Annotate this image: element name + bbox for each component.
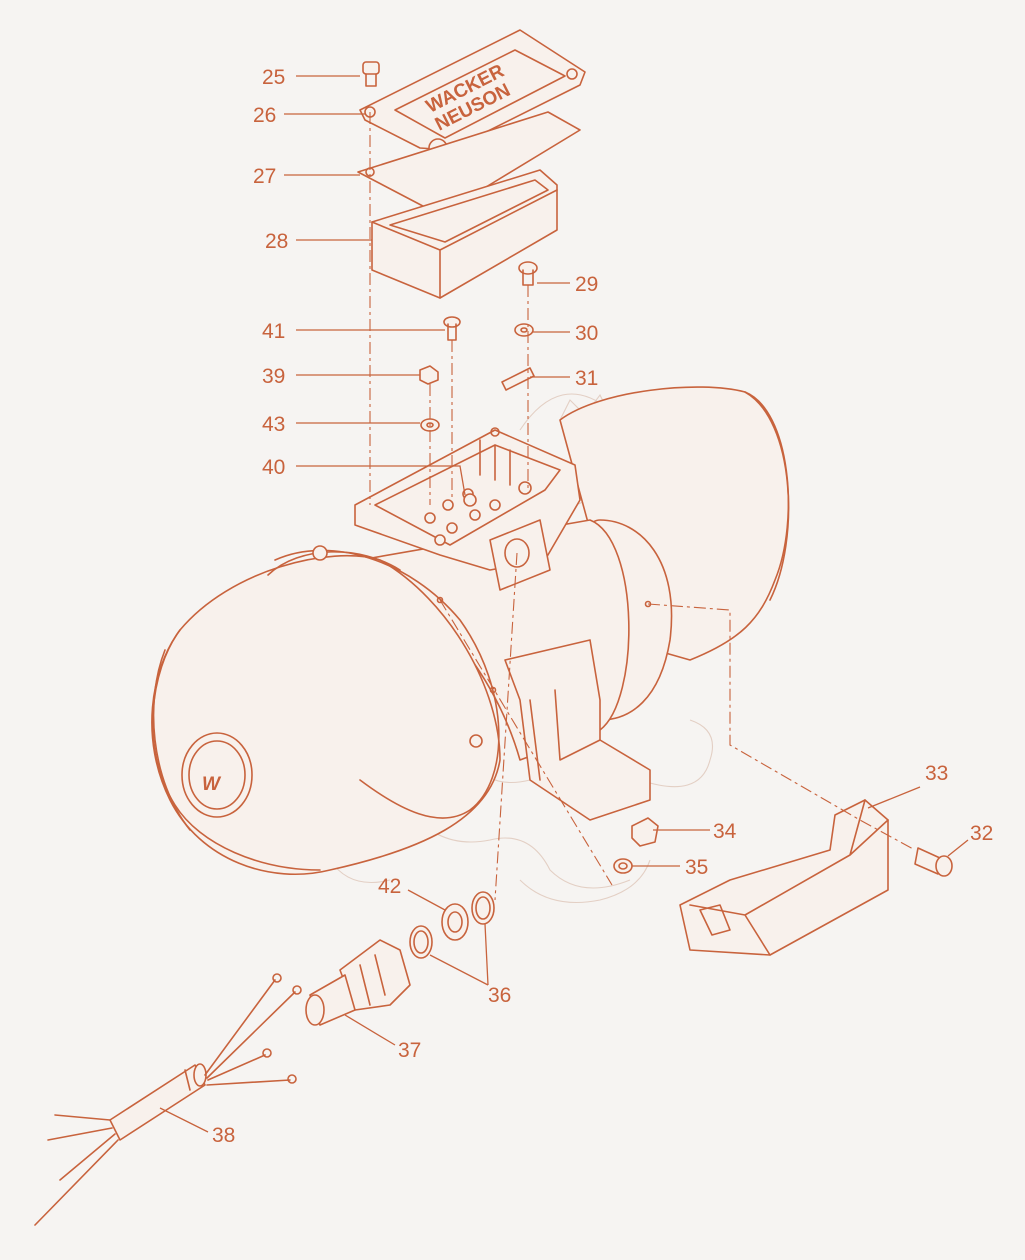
callout-26: 26	[253, 104, 276, 127]
terminal-nut	[419, 365, 439, 385]
callout-32: 32	[970, 822, 993, 845]
assembly-centerlines	[369, 112, 916, 901]
callout-43: 43	[262, 413, 285, 436]
left-flange-ring	[274, 549, 500, 819]
callout-40: 40	[262, 456, 285, 479]
callout-29: 29	[575, 273, 598, 296]
callout-36: 36	[488, 984, 511, 1007]
callout-38: 38	[212, 1124, 235, 1147]
handle-screw	[914, 847, 953, 877]
callout-25: 25	[262, 66, 285, 89]
ground-clip	[501, 367, 535, 391]
cover-screw	[362, 61, 380, 87]
callout-34: 34	[713, 820, 737, 843]
callout-28: 28	[265, 230, 288, 253]
callout-30: 30	[575, 322, 598, 345]
wacker-logo-badge: W	[181, 732, 253, 818]
callout-37: 37	[398, 1039, 421, 1062]
carry-handle	[679, 799, 889, 956]
cable-gland	[305, 939, 411, 1026]
logo-letter: W	[202, 774, 222, 795]
washer-30	[514, 323, 534, 337]
seal-washer	[613, 858, 633, 874]
cover-gasket	[357, 111, 581, 216]
callout-42: 42	[378, 875, 401, 898]
terminal-studs	[424, 488, 501, 534]
callout-leaders	[159, 75, 969, 1133]
callout-39: 39	[262, 365, 285, 388]
terminal-box-frame	[371, 169, 558, 299]
callout-31: 31	[575, 367, 598, 390]
flat-screw	[518, 261, 538, 286]
spacer-ring-42	[441, 903, 469, 941]
callout-33: 33	[925, 762, 948, 785]
terminal-screw	[443, 316, 461, 341]
drain-plug	[631, 817, 659, 847]
vibrator-motor: W	[151, 386, 790, 876]
callout-labels: 25 26 27 28 29 30 31 41 39 43 40 33 32 3…	[212, 66, 993, 1147]
callout-27: 27	[253, 165, 276, 188]
callout-35: 35	[685, 856, 708, 879]
callout-41: 41	[262, 320, 285, 343]
terminal-cover-plate	[359, 29, 586, 151]
power-cable	[34, 973, 302, 1226]
